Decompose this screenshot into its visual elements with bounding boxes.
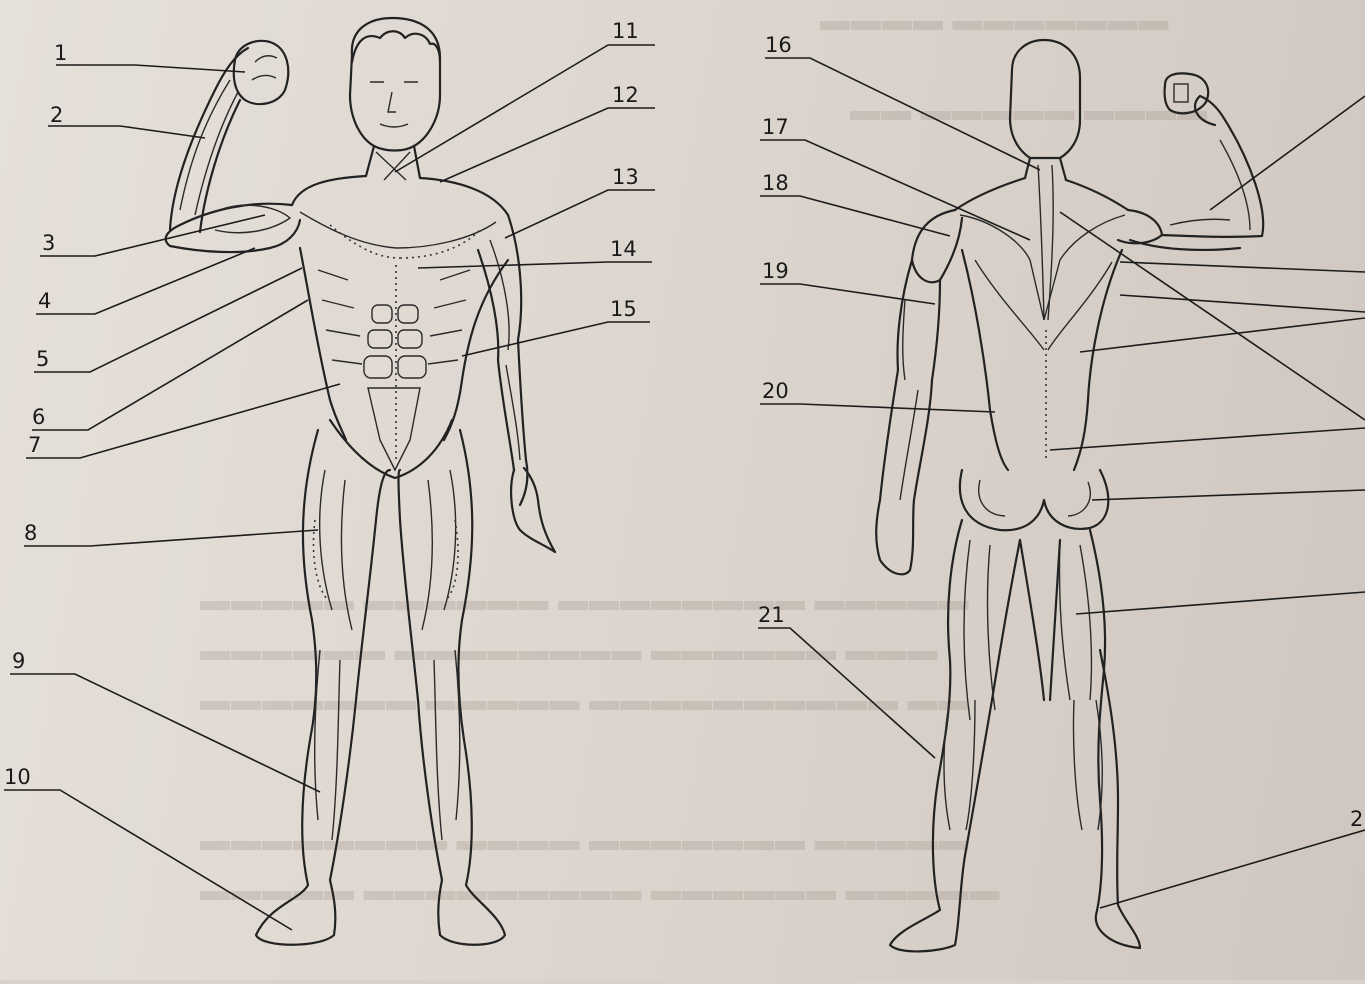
label-19: 19 xyxy=(762,259,789,283)
leader-13 xyxy=(505,190,655,238)
leader-r7 xyxy=(1076,592,1365,614)
bleed-through-text: ▬▬▬▬ ▬▬▬▬▬▬▬ ▬▬ ▬▬▬▬▬ ▬▬▬▬ ▬▬▬▬▬ ▬▬▬▬▬▬ … xyxy=(200,4,1208,907)
leader-4 xyxy=(36,248,255,314)
label-12: 12 xyxy=(612,83,639,107)
leader-r2 xyxy=(1120,262,1365,272)
label-22-cut: 2 xyxy=(1350,807,1363,831)
svg-text:▬▬▬▬▬▬▬▬ ▬▬▬▬ ▬▬▬▬▬▬▬ ▬▬▬▬▬: ▬▬▬▬▬▬▬▬ ▬▬▬▬ ▬▬▬▬▬▬▬ ▬▬▬▬▬ xyxy=(200,824,970,857)
label-5: 5 xyxy=(36,347,49,371)
svg-text:▬▬▬▬▬ ▬▬▬▬▬▬ ▬▬▬▬▬▬▬▬ ▬▬▬▬▬: ▬▬▬▬▬ ▬▬▬▬▬▬ ▬▬▬▬▬▬▬▬ ▬▬▬▬▬ xyxy=(200,584,970,617)
leader-r1 xyxy=(1210,96,1365,210)
leader-14 xyxy=(418,262,652,268)
leader-2 xyxy=(48,126,205,138)
label-7: 7 xyxy=(28,433,41,457)
label-18: 18 xyxy=(762,171,789,195)
label-3: 3 xyxy=(42,231,55,255)
label-15: 15 xyxy=(610,297,637,321)
leader-8 xyxy=(24,530,318,546)
leader-20 xyxy=(760,404,995,412)
svg-text:▬▬▬▬ ▬▬▬▬▬▬▬: ▬▬▬▬ ▬▬▬▬▬▬▬ xyxy=(820,4,1170,37)
leader-7 xyxy=(26,384,340,458)
label-16: 16 xyxy=(765,33,792,57)
label-14: 14 xyxy=(610,237,637,261)
label-11: 11 xyxy=(612,19,639,43)
leader-lines xyxy=(4,45,1365,930)
leader-19 xyxy=(760,284,935,304)
label-2: 2 xyxy=(50,103,63,127)
leader-r6 xyxy=(1092,490,1365,500)
leader-3 xyxy=(40,215,265,256)
label-10: 10 xyxy=(4,765,31,789)
label-1: 1 xyxy=(54,41,67,65)
label-20: 20 xyxy=(762,379,789,403)
label-8: 8 xyxy=(24,521,37,545)
label-17: 17 xyxy=(762,115,789,139)
svg-text:▬▬ ▬▬▬▬▬ ▬▬▬▬: ▬▬ ▬▬▬▬▬ ▬▬▬▬ xyxy=(850,94,1208,127)
svg-text:▬▬▬▬▬ ▬▬▬▬▬▬▬▬▬ ▬▬▬▬▬▬ ▬▬▬▬▬: ▬▬▬▬▬ ▬▬▬▬▬▬▬▬▬ ▬▬▬▬▬▬ ▬▬▬▬▬ xyxy=(200,874,1001,907)
leader-1 xyxy=(56,65,245,72)
label-9: 9 xyxy=(12,649,25,673)
label-4: 4 xyxy=(38,289,51,313)
leader-r8 xyxy=(1100,830,1365,908)
label-6: 6 xyxy=(32,405,45,429)
leader-r3 xyxy=(1120,295,1365,312)
leader-15 xyxy=(462,322,650,356)
label-13: 13 xyxy=(612,165,639,189)
leader-10 xyxy=(4,790,292,930)
label-21: 21 xyxy=(758,603,785,627)
leader-6 xyxy=(32,300,308,430)
